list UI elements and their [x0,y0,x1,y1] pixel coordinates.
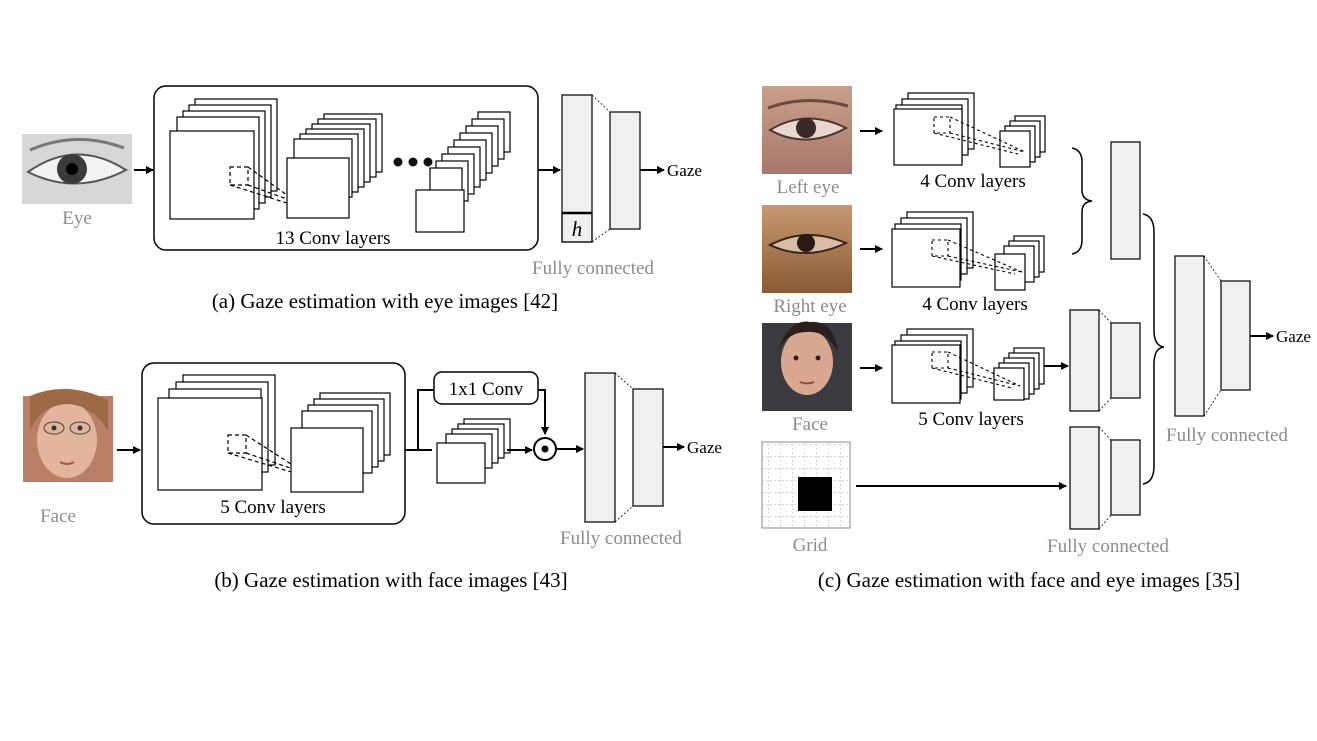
face-input-label: Face [40,506,76,527]
fc-layers [584,372,664,523]
elementwise-product-icon [533,437,557,461]
gaze-output-label: Gaze [687,438,722,457]
panel-b: Face 5 Conv layers 1x1 Conv [23,362,722,592]
fc-label-right: Fully connected [1166,425,1288,446]
fc-label-bottom: Fully connected [1047,536,1169,557]
eyes-brace [1071,147,1093,255]
feature-stack [436,418,511,484]
panel-a: Eye [22,85,702,313]
fc-final [1174,255,1251,417]
gaze-output-label: Gaze [1276,327,1311,346]
right-eye-label: Right eye [773,296,846,317]
conv1x1-label: 1x1 Conv [449,379,524,400]
right-eye-conv-label: 4 Conv layers [922,294,1028,315]
receptive-field [931,351,1021,389]
conv-stack-small [415,111,511,233]
receptive-field [931,239,1023,275]
caption-c: (c) Gaze estimation with face and eye im… [818,568,1240,592]
ellipsis-dots [393,157,433,167]
grid-label: Grid [793,535,828,556]
conv-stack-right-eye [891,211,1045,291]
fc-face [1069,309,1141,412]
fc-grid [1069,426,1141,530]
grid-image [761,441,851,529]
face-image [23,388,113,482]
merge-brace [1142,213,1165,485]
conv-stack-face [891,328,1045,404]
receptive-field [933,116,1026,155]
panel-c: Left eye 4 Conv layers Right eye [761,86,1311,592]
gaze-output-label: Gaze [667,161,702,180]
conv-stack-large [169,98,278,220]
fc-label: Fully connected [560,528,682,549]
arrow [538,389,549,435]
branch-line [405,389,434,451]
left-eye-conv-label: 4 Conv layers [920,171,1026,192]
caption-b: (b) Gaze estimation with face images [43… [214,568,567,592]
h-label: h [572,217,583,241]
conv-stack-left-eye [893,92,1046,168]
conv1x1-box [433,371,539,405]
conv-stack-mid [290,392,391,493]
face-image [762,321,852,411]
conv-stack-large [157,374,276,491]
eye-input-label: Eye [62,208,92,229]
face-conv-label: 5 Conv layers [918,409,1024,430]
caption-a: (a) Gaze estimation with eye images [42] [212,289,558,313]
fc-eyes [1110,141,1141,260]
eye-image [22,134,132,204]
conv-layers-label: 5 Conv layers [220,497,326,518]
conv-stack-mid [286,113,383,219]
conv-layers-label: 13 Conv layers [275,228,390,249]
face-label: Face [792,414,828,435]
h-box [561,212,593,243]
fc-label: Fully connected [532,258,654,279]
left-eye-label: Left eye [777,177,840,198]
left-eye-image [762,86,852,174]
right-eye-image [762,205,852,293]
fc-layers [561,94,641,243]
